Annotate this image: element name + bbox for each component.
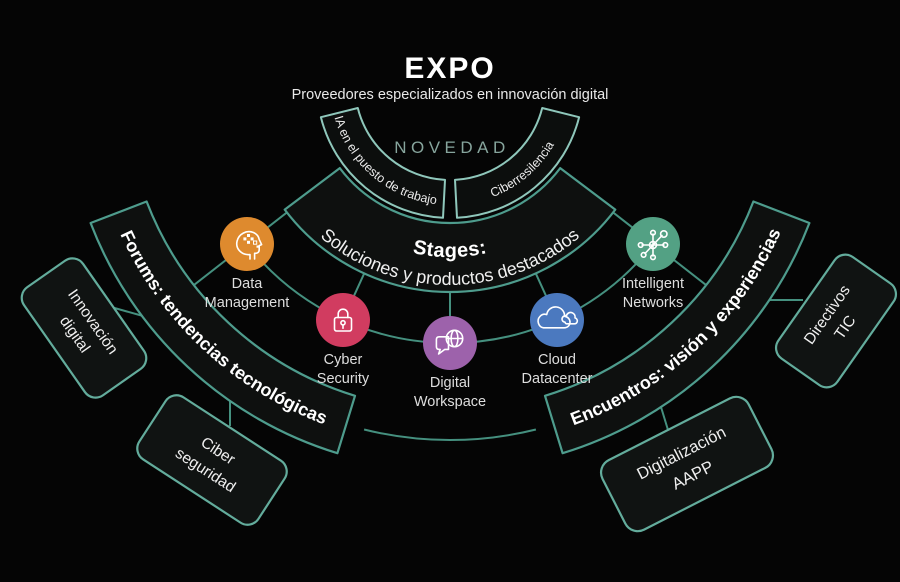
stage-icon-data-management bbox=[220, 217, 274, 271]
stages-band-group: Stages: Soluciones y productos destacado… bbox=[283, 167, 617, 294]
encuentros-pill-directivos-tic: Directivos TIC bbox=[774, 253, 898, 389]
network-nodes-icon bbox=[637, 229, 669, 261]
chat-globe-icon bbox=[435, 329, 464, 355]
pill-shape bbox=[774, 253, 898, 389]
padlock-icon bbox=[333, 308, 353, 332]
stage-icon-cyber-security bbox=[316, 293, 370, 347]
connector-digitalizacion-aapp bbox=[660, 406, 669, 431]
connector-innovacion-digital bbox=[110, 306, 144, 317]
label-cyber-security-line2: Security bbox=[317, 371, 370, 387]
stage-icon-digital-workspace bbox=[423, 316, 477, 370]
pill-shape bbox=[599, 395, 775, 533]
encuentros-band bbox=[543, 200, 811, 455]
forums-pill-ciber-seguridad: Ciber seguridad bbox=[136, 394, 288, 526]
label-digital-workspace-line1: Digital bbox=[430, 375, 470, 391]
label-data-management-line1: Data bbox=[232, 276, 264, 292]
stage-icon-intelligent-networks bbox=[626, 217, 680, 271]
pill-shape bbox=[20, 257, 148, 399]
stages-title: Stages: bbox=[411, 236, 488, 262]
label-cloud-datacenter-line1: Cloud bbox=[538, 352, 576, 368]
stage-icon-cloud-datacenter bbox=[530, 293, 584, 347]
icon-circle bbox=[423, 316, 477, 370]
label-digital-workspace-line2: Workspace bbox=[414, 394, 486, 410]
bottom-arc bbox=[363, 428, 537, 442]
page-title: EXPO bbox=[404, 52, 495, 85]
novedad-band-ia bbox=[319, 107, 446, 219]
novedad-label: NOVEDAD bbox=[394, 138, 510, 157]
head-pixels-icon bbox=[235, 230, 263, 260]
pill-shape bbox=[136, 394, 288, 526]
stages-band bbox=[283, 167, 617, 294]
icon-circle bbox=[530, 293, 584, 347]
forums-band bbox=[89, 200, 357, 455]
label-intelligent-networks-line2: Networks bbox=[623, 295, 683, 311]
novedad-band-ciberresilencia bbox=[454, 107, 581, 219]
label-cloud-datacenter-line2: Datacenter bbox=[522, 371, 593, 387]
clouds-icon bbox=[537, 306, 579, 329]
page-subtitle: Proveedores especializados en innovación… bbox=[292, 87, 609, 103]
label-data-management-line2: Management bbox=[205, 295, 290, 311]
label-cyber-security-line1: Cyber bbox=[324, 352, 363, 368]
label-intelligent-networks-line1: Intelligent bbox=[622, 276, 684, 292]
icon-circle bbox=[220, 217, 274, 271]
